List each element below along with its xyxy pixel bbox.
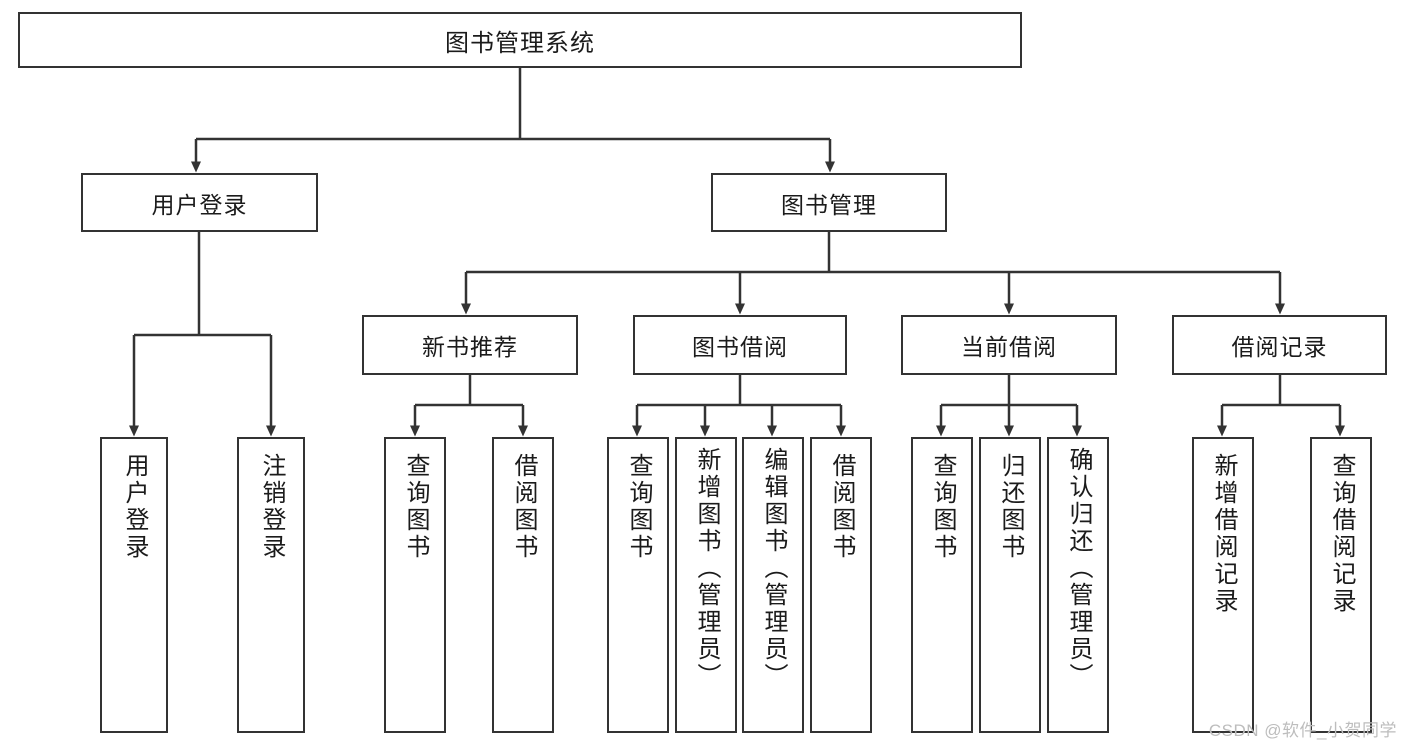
node-book-management[interactable]: 图书管理	[711, 173, 947, 232]
leaf-new-book-borrow[interactable]: 借阅图书	[492, 437, 554, 733]
node-user-login[interactable]: 用户登录	[81, 173, 318, 232]
leaf-current-query-book[interactable]: 查询图书	[911, 437, 973, 733]
node-label: 当前借阅	[961, 334, 1057, 360]
leaf-record-add[interactable]: 新增借阅记录	[1192, 437, 1254, 733]
leaf-borrow-borrow-book[interactable]: 借阅图书	[810, 437, 872, 733]
node-label: 图书管理	[781, 191, 877, 218]
node-label: 图书管理系统	[445, 29, 595, 57]
node-label: 新书推荐	[422, 334, 518, 360]
node-label: 新增图书（管理员）	[692, 447, 720, 690]
leaf-borrow-edit-book-admin[interactable]: 编辑图书（管理员）	[742, 437, 804, 733]
node-label: 借阅图书	[509, 453, 537, 561]
leaf-new-book-query[interactable]: 查询图书	[384, 437, 446, 733]
leaf-user-login-signout[interactable]: 注销登录	[237, 437, 305, 733]
leaf-borrow-query-book[interactable]: 查询图书	[607, 437, 669, 733]
node-label: 归还图书	[996, 453, 1024, 561]
node-new-book-recommend[interactable]: 新书推荐	[362, 315, 578, 375]
node-label: 注销登录	[257, 453, 285, 561]
node-label: 新增借阅记录	[1209, 453, 1237, 615]
node-label: 查询图书	[928, 453, 956, 561]
leaf-user-login-signin[interactable]: 用户登录	[100, 437, 168, 733]
node-current-borrow[interactable]: 当前借阅	[901, 315, 1117, 375]
leaf-borrow-add-book-admin[interactable]: 新增图书（管理员）	[675, 437, 737, 733]
node-label: 查询图书	[401, 453, 429, 561]
leaf-current-confirm-return-admin[interactable]: 确认归还（管理员）	[1047, 437, 1109, 733]
node-label: 借阅记录	[1231, 334, 1328, 360]
node-borrow-record[interactable]: 借阅记录	[1172, 315, 1387, 375]
node-root-system[interactable]: 图书管理系统	[18, 12, 1022, 68]
node-book-borrow[interactable]: 图书借阅	[633, 315, 847, 375]
leaf-current-return-book[interactable]: 归还图书	[979, 437, 1041, 733]
node-label: 借阅图书	[827, 453, 855, 561]
node-label: 用户登录	[151, 191, 248, 218]
node-label: 用户登录	[120, 453, 148, 561]
node-label: 图书借阅	[692, 334, 788, 360]
leaf-record-query[interactable]: 查询借阅记录	[1310, 437, 1372, 733]
node-label: 查询图书	[624, 453, 652, 561]
node-label: 编辑图书（管理员）	[759, 447, 787, 690]
node-label: 查询借阅记录	[1327, 453, 1355, 615]
node-label: 确认归还（管理员）	[1064, 447, 1092, 690]
csdn-watermark: CSDN @软件_小贺同学	[1208, 721, 1397, 740]
